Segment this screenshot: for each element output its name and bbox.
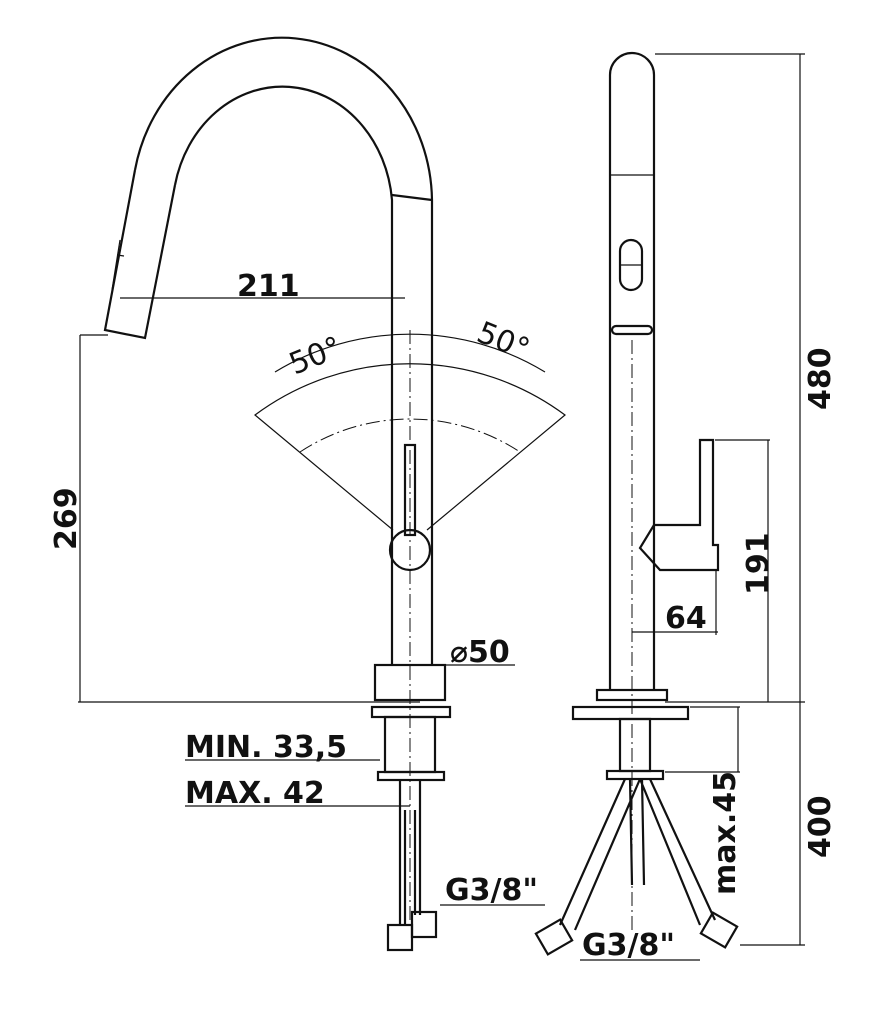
total-height-dimension: 480 [803, 347, 838, 410]
deck-min-dimension: MIN. 33,5 [185, 730, 347, 765]
max-deck-dimension: max.45 [708, 771, 743, 895]
reach-dimension: 211 [237, 269, 300, 304]
side-view: 480 191 64 400 max.45 G3/8" [534, 51, 838, 963]
deck-max-dimension: MAX. 42 [185, 776, 325, 811]
handle-height-dimension: 191 [741, 532, 776, 595]
diameter-dimension: ⌀50 [450, 635, 510, 670]
spout-outline [133, 36, 434, 665]
spout-height-dimension: 269 [49, 487, 84, 550]
hand-shower [103, 169, 177, 340]
shower-button-icon [111, 239, 125, 291]
front-connection-label: G3/8" [445, 873, 538, 908]
side-connection-label: G3/8" [582, 928, 675, 963]
angle-right-label: 50° [472, 315, 534, 367]
angle-fan [254, 363, 566, 531]
side-lever [638, 438, 720, 572]
front-view: 211 50° 50° 269 ⌀50 MIN. 33,5 MAX. 42 G3… [49, 36, 566, 952]
side-body [608, 51, 656, 690]
hose-length-dimension: 400 [803, 795, 838, 858]
handle-offset-dimension: 64 [665, 601, 707, 636]
